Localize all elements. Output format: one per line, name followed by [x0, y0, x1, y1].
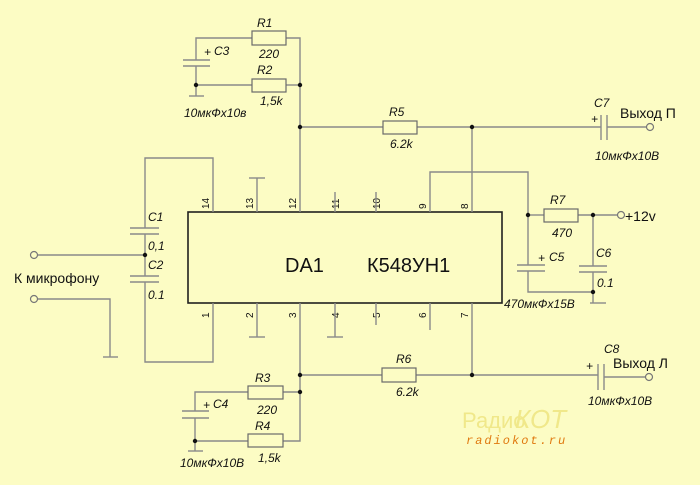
c4-plus: + — [203, 398, 210, 412]
r2-value: 1,5k — [260, 94, 284, 108]
output-left-label: Выход Л — [613, 355, 668, 371]
r5-ref: R5 — [389, 105, 405, 119]
output-right-terminal[interactable] — [645, 122, 655, 132]
r7-ref: R7 — [550, 193, 567, 207]
resistor-r6 — [381, 367, 417, 383]
output-right-label: Выход П — [620, 105, 676, 121]
c4-value: 10мкФх10В — [180, 456, 244, 470]
r6-ref: R6 — [396, 352, 412, 366]
mic-terminal-1[interactable] — [29, 250, 39, 260]
svg-text:14: 14 — [201, 197, 212, 209]
resistor-r3 — [247, 385, 284, 400]
c6-ref: C6 — [596, 246, 612, 260]
c5-ref: C5 — [549, 250, 565, 264]
svg-text:5: 5 — [372, 312, 383, 318]
svg-text:13: 13 — [245, 197, 256, 209]
svg-text:2: 2 — [245, 312, 256, 318]
power-terminal[interactable] — [616, 210, 626, 220]
c2-ref: C2 — [148, 258, 164, 272]
svg-text:10: 10 — [372, 197, 383, 209]
svg-text:6: 6 — [418, 312, 429, 318]
r2-ref: R2 — [257, 63, 273, 77]
c1-value: 0,1 — [148, 239, 165, 253]
svg-text:12: 12 — [288, 197, 299, 209]
resistor-r2 — [251, 78, 287, 93]
ic-da1 — [187, 211, 503, 304]
c7-value: 10мкФх10В — [595, 149, 659, 163]
svg-text:8: 8 — [460, 203, 471, 209]
c7-ref: C7 — [594, 96, 611, 110]
c8-plus: + — [586, 359, 593, 373]
c8-value: 10мкФх10В — [588, 394, 652, 408]
output-left-terminal[interactable] — [644, 372, 654, 382]
c6-value: 0.1 — [597, 276, 614, 290]
svg-text:Радио: Радио — [462, 408, 526, 433]
mic-label: К микрофону — [14, 270, 99, 286]
c3-plus: + — [204, 45, 211, 59]
junction-dots — [142, 82, 596, 444]
c2-value: 0.1 — [148, 288, 165, 302]
r5-value: 6.2k — [390, 137, 414, 151]
c7-plus: + — [591, 112, 598, 126]
r6-value: 6.2k — [396, 385, 420, 399]
svg-text:11: 11 — [331, 198, 342, 209]
ic-part: К548УН1 — [367, 255, 450, 277]
svg-text:9: 9 — [418, 203, 429, 209]
r4-ref: R4 — [255, 419, 271, 433]
resistor-r4 — [247, 433, 284, 448]
r4-value: 1,5k — [258, 451, 282, 465]
c5-value: 470мкФх15В — [504, 297, 575, 311]
svg-text:radiokot.ru: radiokot.ru — [466, 434, 567, 448]
power-label: +12v — [625, 208, 656, 224]
resistor-r7 — [543, 208, 579, 223]
ic-ref: DA1 — [285, 255, 324, 277]
svg-text:1: 1 — [201, 312, 212, 318]
c5-plus: + — [538, 251, 545, 265]
r3-value: 220 — [256, 403, 277, 417]
resistor-r1 — [251, 30, 287, 46]
c3-value: 10мкФх10в — [184, 106, 246, 120]
r7-value: 470 — [552, 226, 572, 240]
mic-terminal-2[interactable] — [29, 294, 39, 304]
c4-ref: C4 — [213, 397, 229, 411]
r3-ref: R3 — [255, 371, 271, 385]
r1-ref: R1 — [257, 16, 272, 30]
svg-text:4: 4 — [331, 312, 342, 318]
r1-value: 220 — [258, 47, 279, 61]
pin-labels-bottom: 1 2 3 4 5 6 7 — [201, 312, 471, 318]
radiokot-watermark: Радио КОТ radiokot.ru — [462, 404, 568, 448]
c8-ref: C8 — [604, 342, 620, 356]
c3-ref: C3 — [214, 44, 230, 58]
c1-ref: C1 — [148, 210, 163, 224]
wires — [38, 37, 647, 452]
resistor-r5 — [382, 120, 418, 135]
svg-text:7: 7 — [460, 312, 471, 318]
pin-labels-top: 14 13 12 11 10 9 8 — [201, 197, 471, 209]
svg-text:КОТ: КОТ — [515, 404, 568, 434]
svg-text:3: 3 — [288, 312, 299, 318]
